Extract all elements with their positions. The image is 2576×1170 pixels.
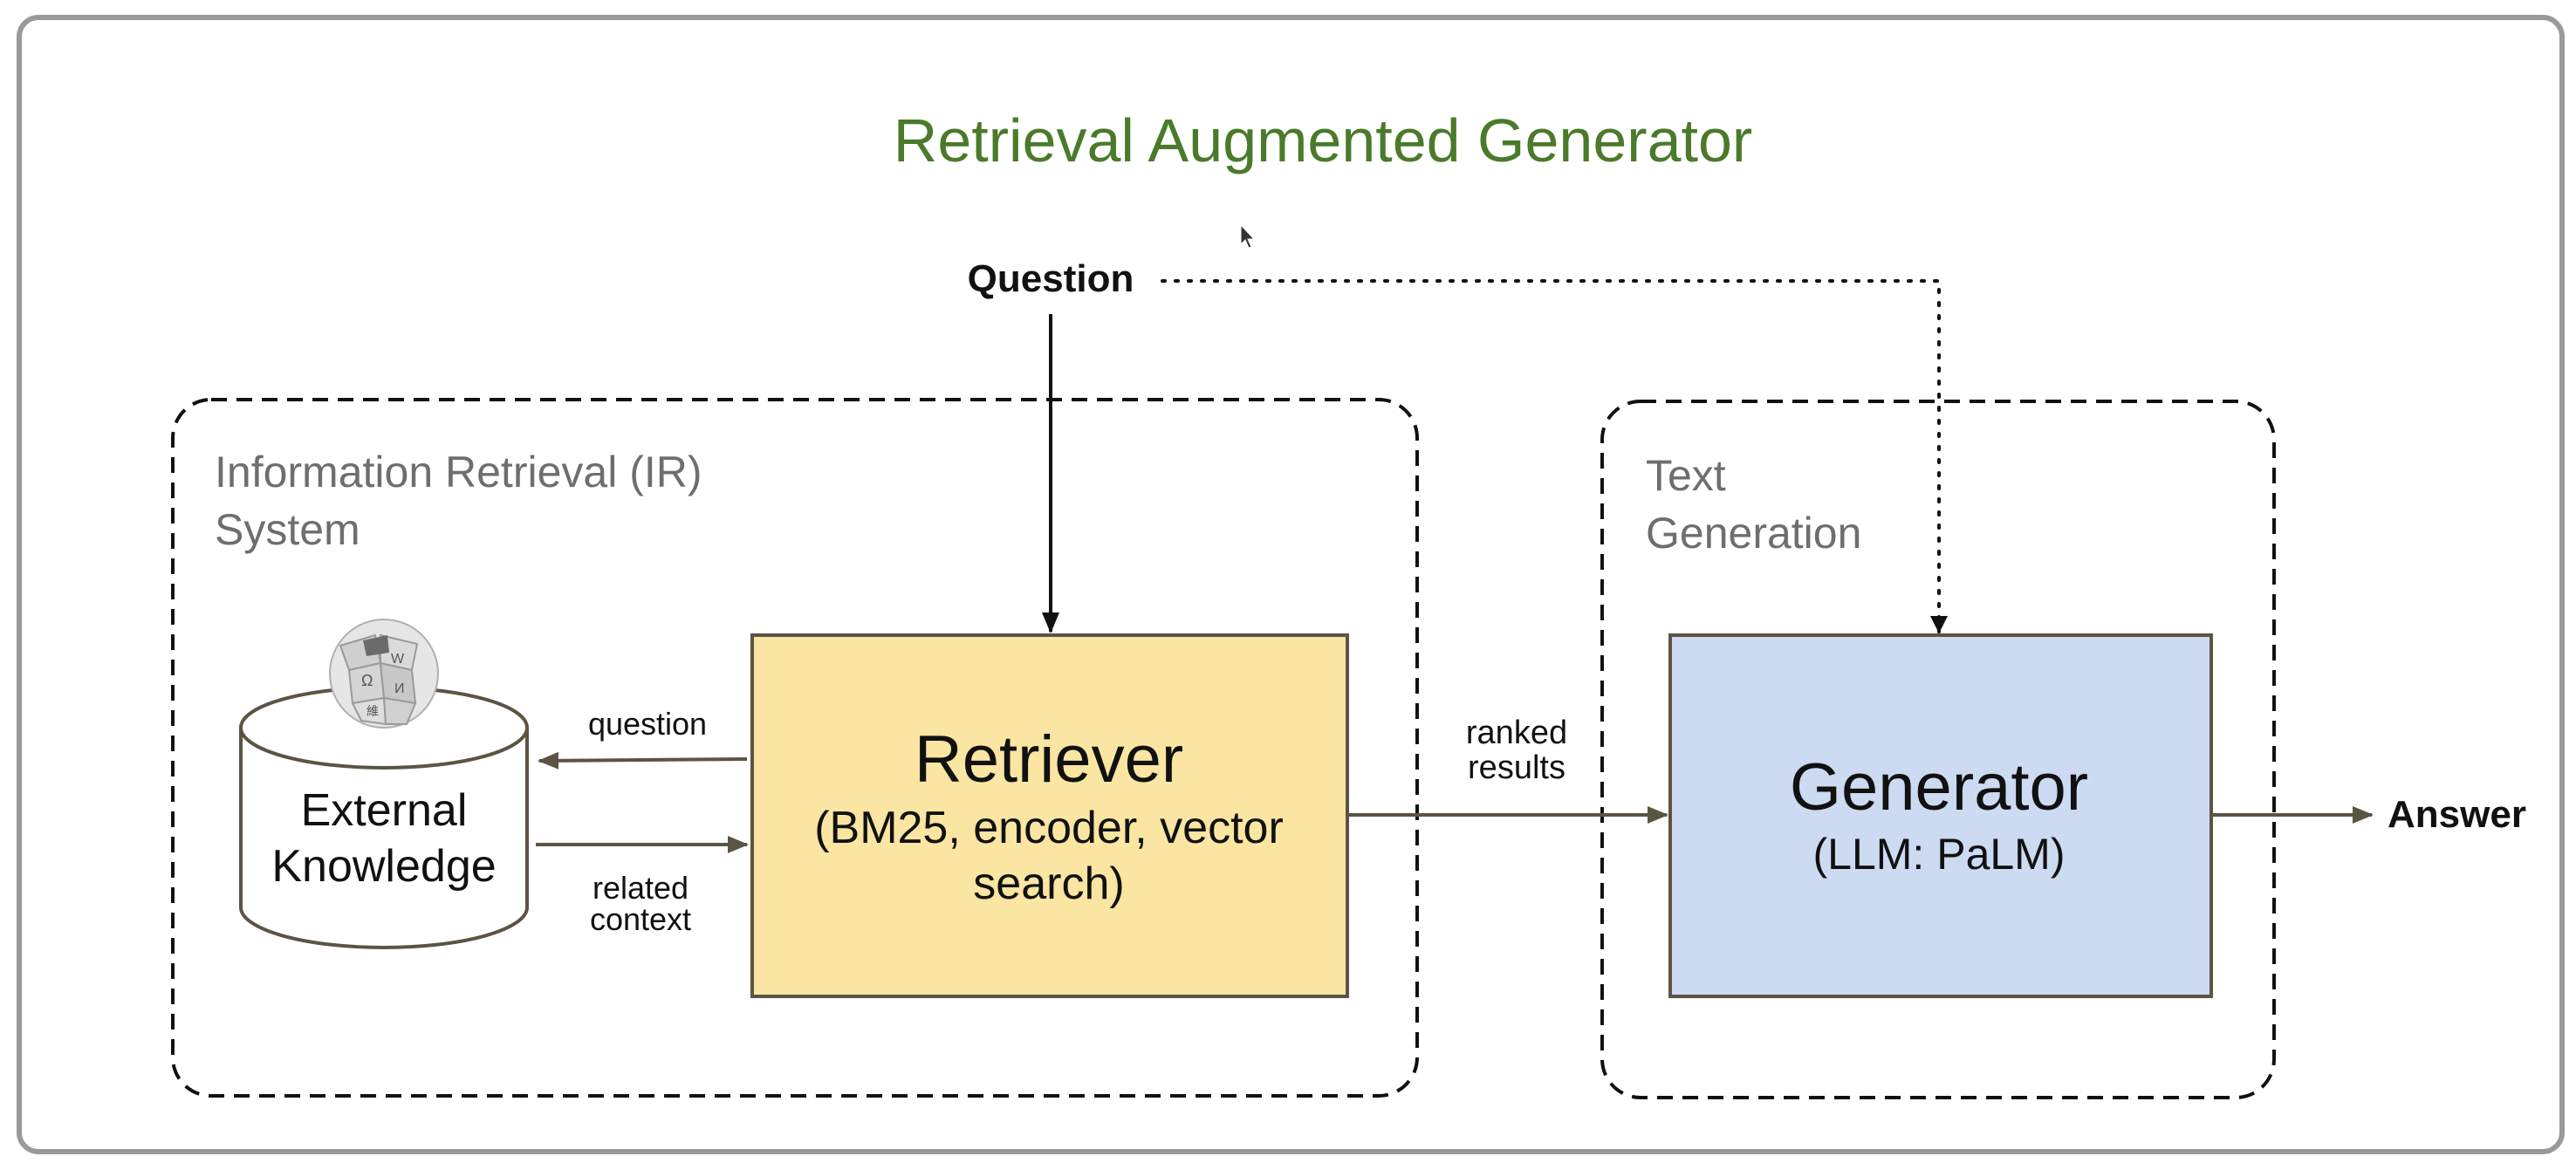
ranked-results-label: ranked (1466, 715, 1567, 751)
question-label: Question (968, 257, 1134, 300)
generator-subtitle: (LLM: PaLM) (1813, 830, 2066, 879)
ir-system-label: Information Retrieval (IR) (215, 448, 702, 496)
answer-label: Answer (2388, 793, 2526, 836)
svg-text:И: И (394, 681, 405, 696)
wikipedia-globe-icon: Ω W И 維 (329, 619, 439, 729)
related-context-label-line2: context (590, 901, 691, 937)
external-knowledge-store: External Knowledge (239, 686, 529, 949)
svg-text:維: 維 (367, 704, 379, 718)
text-generation-label-line2: Generation (1646, 509, 1861, 558)
ranked-results-label-line2: results (1468, 749, 1565, 786)
question-edge-label: question (588, 706, 707, 742)
diagram-title: Retrieval Augmented Generator (894, 106, 1752, 174)
ir-system-group (171, 398, 1419, 1098)
related-context-label: related (593, 870, 689, 906)
external-knowledge-label: External (301, 785, 468, 836)
text-generation-group (1600, 400, 2276, 1099)
text-generation-label: Text (1646, 451, 1726, 500)
mouse-cursor-icon (1240, 223, 1256, 249)
retriever-box (750, 633, 1349, 998)
svg-text:W: W (391, 652, 405, 667)
retriever-subtitle-line2: search) (973, 859, 1124, 909)
generator-title: Generator (1790, 750, 2088, 824)
question-to-generator-arrowhead (1930, 616, 1948, 633)
ir-system-label-line2: System (215, 505, 360, 554)
retriever-subtitle: (BM25, encoder, vector (814, 803, 1284, 853)
question-to-generator-arrow (1161, 279, 1941, 633)
retriever-title: Retriever (915, 722, 1183, 797)
retriever-to-store-arrow (538, 751, 748, 770)
external-knowledge-label-line2: Knowledge (271, 841, 496, 892)
svg-text:Ω: Ω (361, 672, 373, 689)
generator-box (1668, 633, 2213, 998)
